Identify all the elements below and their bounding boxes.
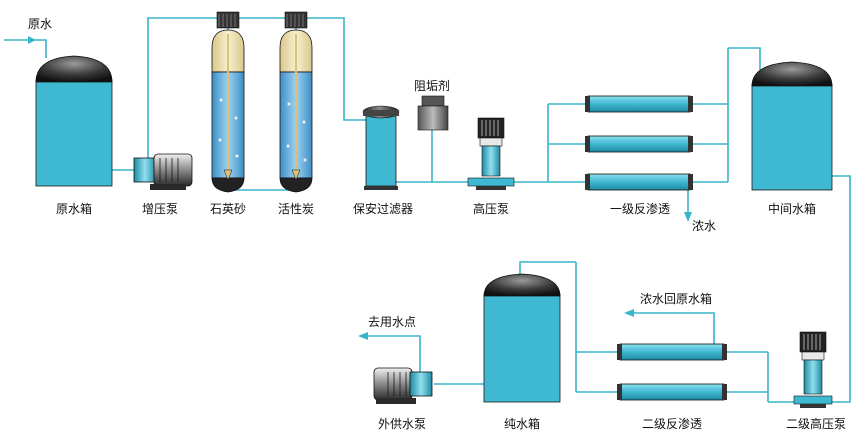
high-pressure-pump bbox=[467, 117, 515, 190]
quartz-sand-column bbox=[211, 11, 245, 193]
raw-water-tank bbox=[35, 55, 113, 187]
label-high-pressure-pump: 高压泵 bbox=[473, 201, 509, 216]
scale-inhibitor-tank bbox=[417, 95, 449, 131]
activated-carbon-column bbox=[279, 11, 313, 193]
label-to-use-point: 去用水点 bbox=[368, 315, 416, 329]
pure-water-tank bbox=[483, 273, 561, 403]
label-intermediate-tank: 中间水箱 bbox=[768, 201, 816, 216]
label-pure-water-tank: 纯水箱 bbox=[504, 416, 540, 431]
label-secondary-hp-pump: 二级高压泵 bbox=[786, 416, 846, 431]
labels: 原水 原水箱 增压泵 石英砂 活性炭 保安过滤器 阻垢剂 高压泵 一级反渗透 浓… bbox=[28, 17, 846, 431]
label-concentrate: 浓水 bbox=[692, 219, 716, 233]
label-raw-water: 原水 bbox=[28, 17, 52, 31]
label-scale-inhibitor: 阻垢剂 bbox=[414, 78, 450, 93]
booster-pump bbox=[133, 153, 193, 190]
label-concentrate-return: 浓水回原水箱 bbox=[640, 291, 712, 306]
intermediate-water-tank bbox=[751, 61, 833, 191]
label-primary-ro: 一级反渗透 bbox=[610, 201, 670, 216]
secondary-ro-membranes bbox=[617, 343, 727, 401]
supply-pump bbox=[373, 367, 433, 404]
label-quartz-sand: 石英砂 bbox=[210, 202, 246, 216]
label-security-filter: 保安过滤器 bbox=[353, 201, 413, 216]
primary-ro-membranes bbox=[585, 95, 693, 191]
label-secondary-ro: 二级反渗透 bbox=[642, 416, 702, 431]
label-activated-carbon: 活性炭 bbox=[278, 202, 314, 216]
label-supply-pump: 外供水泵 bbox=[378, 417, 426, 431]
security-filter bbox=[362, 105, 400, 190]
pipes bbox=[4, 17, 851, 403]
secondary-high-pressure-pump bbox=[793, 331, 833, 408]
label-booster-pump: 增压泵 bbox=[142, 202, 178, 216]
label-raw-water-tank: 原水箱 bbox=[56, 201, 92, 216]
